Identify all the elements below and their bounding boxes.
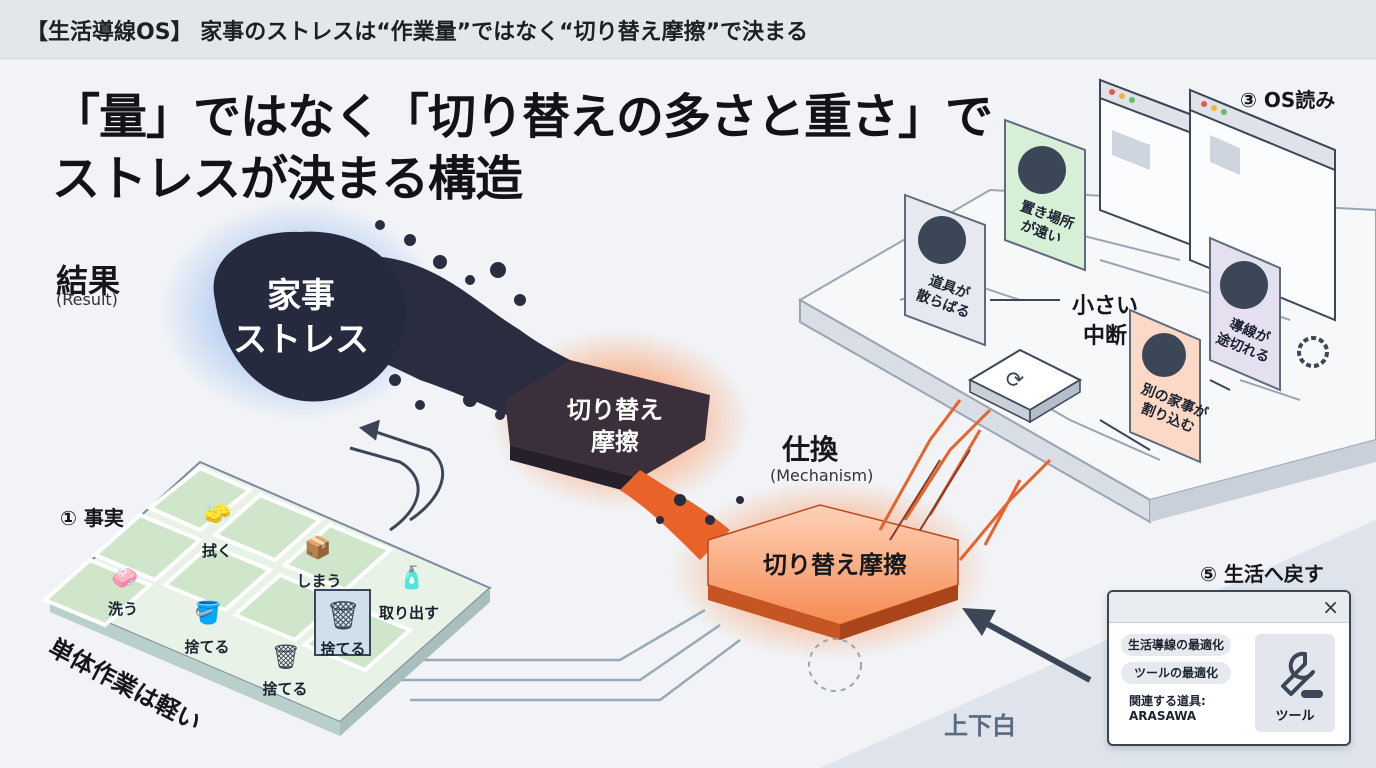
task-store: しまう (296, 572, 342, 590)
tool-box[interactable]: ツール (1255, 634, 1335, 732)
tool-panel: × 生活導線の最適化 ツールの最適化 関連する道具: ARASAWA ツール (1107, 590, 1351, 746)
related-tools: 関連する道具: ARASAWA (1129, 694, 1206, 723)
svg-text:🧼: 🧼 (111, 566, 138, 591)
task-discard-1: 捨てる (184, 638, 230, 656)
bottom-white-label: 上下白 (944, 712, 1016, 740)
mechanism-sub-label: (Mechanism) (770, 466, 874, 485)
small-interrupt-label: 小さい 中断 (1072, 294, 1139, 349)
pill-tool-opt[interactable]: ツールの最適化 (1121, 662, 1231, 684)
svg-text:🪣: 🪣 (194, 600, 221, 626)
stress-label: 家事 ストレス (233, 276, 369, 360)
os-read-label: ③ OS読み (1240, 88, 1336, 112)
close-icon[interactable]: × (1322, 595, 1339, 619)
svg-text:🧽: 🧽 (204, 500, 234, 526)
svg-text:🗑: 🗑 (271, 643, 301, 671)
banner-text: 【生活導線OS】 家事のストレスは“作業量”ではなく“切り替え摩擦”で決まる (26, 20, 809, 45)
result-sub-label: (Result) (56, 290, 118, 309)
friction-block (505, 360, 710, 478)
top-banner: 【生活導線OS】 家事のストレスは“作業量”ではなく“切り替え摩擦”で決まる (0, 0, 1376, 59)
gear-icon (1297, 336, 1329, 368)
mechanism-label: 仕換 (782, 433, 839, 466)
svg-text:📦: 📦 (304, 535, 331, 561)
task-wipe: 拭く (201, 542, 232, 560)
headline-line1: 「量」ではなく「切り替えの多さと重さ」で (52, 89, 993, 145)
friction-blob-label: 切り替え 摩擦 (567, 396, 663, 456)
tool-label: ツール (1275, 709, 1315, 724)
pill-life-route[interactable]: 生活導線の最適化 (1121, 634, 1231, 656)
result-label: 結果 (56, 262, 121, 300)
svg-text:🗑: 🗑 (325, 599, 361, 632)
fact-label: ① 事実 (60, 506, 124, 530)
stress-blob (213, 231, 406, 402)
svg-text:⟳: ⟳ (1006, 368, 1024, 393)
back-to-life-label: ⑤ 生活へ戻す (1200, 562, 1324, 586)
headline-line2: ストレスが決まる構造 (52, 151, 523, 207)
task-discard-3: 捨てる (262, 680, 308, 698)
task-wash: 洗う (107, 600, 138, 618)
headline: 「量」ではなく「切り替えの多さと重さ」で ストレスが決まる構造 (52, 86, 993, 210)
task-take-out: 取り出す (378, 604, 439, 622)
svg-text:🧴: 🧴 (398, 565, 425, 591)
wrench-icon (1281, 651, 1323, 698)
panel-titlebar (1109, 592, 1349, 623)
friction-main-label: 切り替え摩擦 (763, 551, 907, 579)
task-discard-2: 捨てる (320, 640, 366, 658)
